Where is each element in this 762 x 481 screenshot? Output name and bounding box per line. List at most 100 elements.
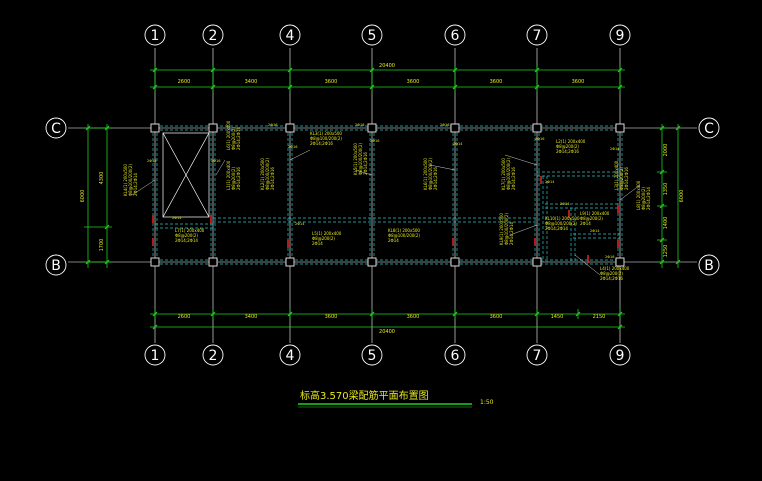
axis-bubble-bottom-6-label: 6 — [451, 348, 460, 364]
annotation-line: Φ8@100/200(2) — [265, 158, 270, 190]
dim-bottom-total: 20400 — [379, 329, 395, 335]
dim-top-seg-1: 3400 — [245, 79, 258, 85]
annotation-line: 2Φ14;2Φ16 — [624, 167, 629, 190]
leader-3 — [354, 169, 373, 176]
annotation-line: 2Φ14;2Φ16 — [236, 167, 241, 190]
small-label-0: 2Φ16 — [355, 123, 364, 127]
dim-top-seg-0: 2600 — [178, 79, 191, 85]
axis-bubble-left-C-label: C — [51, 121, 61, 137]
axis-bubble-top-5-label: 5 — [368, 28, 377, 44]
column-9C — [615, 123, 625, 133]
leader-8 — [574, 254, 601, 276]
annotation-line: Φ8@100/200(2) — [545, 221, 577, 226]
axis-bubble-bottom-7-label: 7 — [533, 348, 542, 364]
dim-bottom-seg-2: 3600 — [325, 314, 338, 320]
axis-bubble-bottom-6-circle — [444, 344, 466, 366]
annotation-line: Φ8@100/200(2) — [506, 158, 511, 190]
annotation-line: Φ8@200(2) — [641, 187, 646, 210]
annotation-line: KL7(1) 200x500 — [501, 158, 506, 190]
annotation-line: Φ8@200(2) — [556, 144, 579, 149]
dim-left-seg-0: 4300 — [99, 172, 105, 185]
leader-6 — [509, 224, 538, 236]
axis-bubble-top-1-circle — [144, 24, 166, 46]
dim-bottom-seg-6: 2150 — [593, 314, 606, 320]
axis-bubble-bottom-2-circle — [202, 344, 224, 366]
dim-tick — [85, 259, 91, 265]
axis-bubble-bottom-1-label: 1 — [151, 348, 160, 364]
dim-tick — [85, 125, 91, 131]
axis-bubble-left-B-label: B — [51, 258, 61, 274]
small-label-4: 2Φ16 — [211, 159, 220, 163]
column-5C — [367, 123, 377, 133]
axis-bubble-right-B-circle — [698, 254, 720, 276]
annotation-line: Φ8@100/200(2) — [310, 136, 342, 141]
leader-7 — [619, 184, 641, 201]
annotation-line: Φ8@200(2) — [600, 271, 623, 276]
dim-right-seg-0: 2000 — [663, 144, 669, 157]
leader-4 — [429, 164, 456, 171]
annotation-line: Φ8@200(2) — [312, 236, 335, 241]
small-label-12: 2Φ14 — [610, 147, 620, 151]
small-label-10: 2Φ14 — [560, 202, 570, 206]
axis-bubble-bottom-7-circle — [526, 344, 548, 366]
axis-bubble-bottom-9-circle — [609, 344, 631, 366]
column-9B — [615, 257, 625, 267]
axis-bubble-right-C-circle — [698, 117, 720, 139]
drawing-scale: 1:50 — [480, 399, 494, 406]
annotation-line: 2Φ14;2Φ14 — [175, 238, 198, 243]
drawing-title: 标高3.570梁配筋平面布置图 — [300, 389, 429, 402]
annotation-line: L3(1) 200x400 — [614, 160, 619, 190]
axis-bubble-top-6-circle — [444, 24, 466, 46]
column-4C — [285, 123, 295, 133]
axis-bubbles-right: CB — [698, 117, 720, 276]
small-label-13: 2Φ14 — [172, 216, 182, 220]
axis-bubble-top-2-label: 2 — [209, 28, 218, 44]
dim-bottom-seg-1: 3400 — [245, 314, 258, 320]
dim-right-seg-3: 1250 — [663, 245, 669, 258]
axis-bubble-left-C-circle — [45, 117, 67, 139]
dim-tick — [675, 259, 681, 265]
small-label-15: 2Φ16 — [605, 255, 614, 259]
axis-bubble-top-9-circle — [609, 24, 631, 46]
column-1C — [150, 123, 160, 133]
dim-right-total: 6000 — [679, 190, 685, 203]
dim-top-seg-5: 3600 — [572, 79, 585, 85]
annotation-line: 2Φ14;2Φ16 — [600, 276, 623, 281]
dim-left-total: 6000 — [80, 190, 86, 203]
column-7B — [532, 257, 542, 267]
annotation-line: Φ8@200(2) — [619, 167, 624, 190]
small-label-9: 2Φ14 — [545, 180, 555, 184]
column-4B — [285, 257, 295, 267]
annotation-line: L7(1) 200x400 — [175, 228, 205, 233]
beam-layout — [131, 125, 641, 276]
leader-0 — [131, 179, 156, 196]
leader-1 — [215, 159, 226, 176]
annotation-line: Φ8@100/200(2) — [388, 233, 420, 238]
annotation-line: Φ8@200(2) — [175, 233, 198, 238]
dim-right-seg-2: 1400 — [663, 217, 669, 230]
axis-bubble-right-B-label: B — [704, 258, 714, 274]
column-1B — [150, 257, 160, 267]
annotation-line: Φ8@100/200(2) — [504, 213, 509, 245]
annotation-line: KL6(1) 200x500 — [423, 158, 428, 190]
annotation-line: KL5(1) 200x500 — [353, 143, 358, 175]
axis-grid-lines — [68, 48, 697, 343]
dim-right-seg-1: 1350 — [663, 183, 669, 196]
axis-bubble-top-4-label: 4 — [286, 28, 295, 44]
column-5B — [367, 257, 377, 267]
